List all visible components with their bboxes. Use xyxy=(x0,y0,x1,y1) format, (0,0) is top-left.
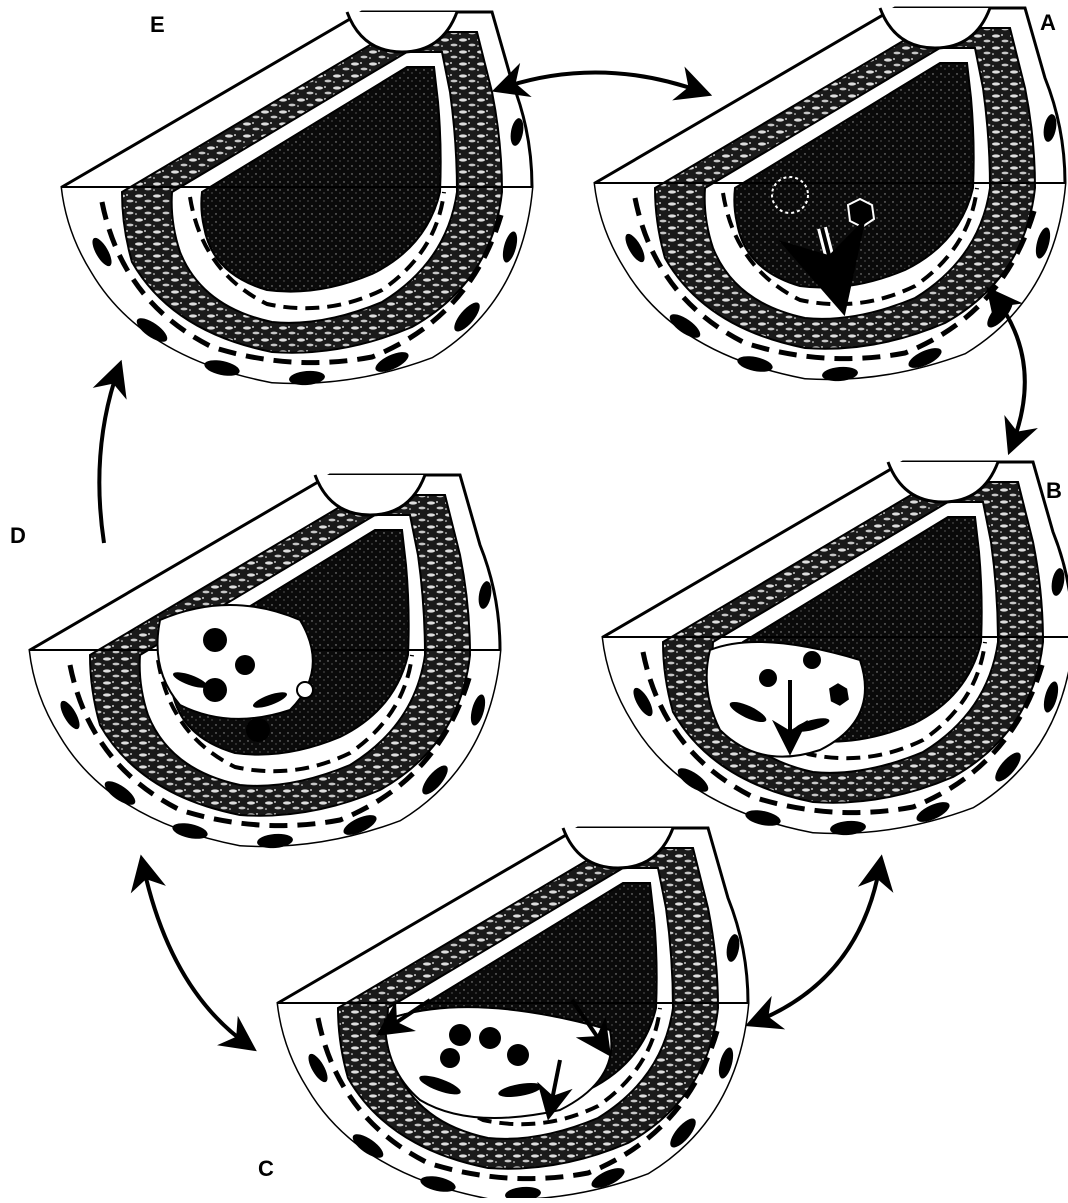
panel-label-e: E xyxy=(150,12,165,38)
panel-label-a: A xyxy=(1040,10,1056,36)
panel-label-b: B xyxy=(1046,478,1062,504)
arrow-c-to-d xyxy=(143,865,248,1045)
panel-c-vessel xyxy=(278,828,748,1198)
arrow-d-to-e xyxy=(99,370,118,543)
arrow-e-to-a xyxy=(502,72,702,92)
panel-b-vessel xyxy=(603,462,1068,837)
arrow-b-to-c xyxy=(755,865,880,1022)
panel-label-d: D xyxy=(10,523,26,549)
panel-label-c: C xyxy=(258,1156,274,1182)
panel-e-vessel xyxy=(62,12,532,387)
panel-a-vessel xyxy=(595,8,1065,383)
